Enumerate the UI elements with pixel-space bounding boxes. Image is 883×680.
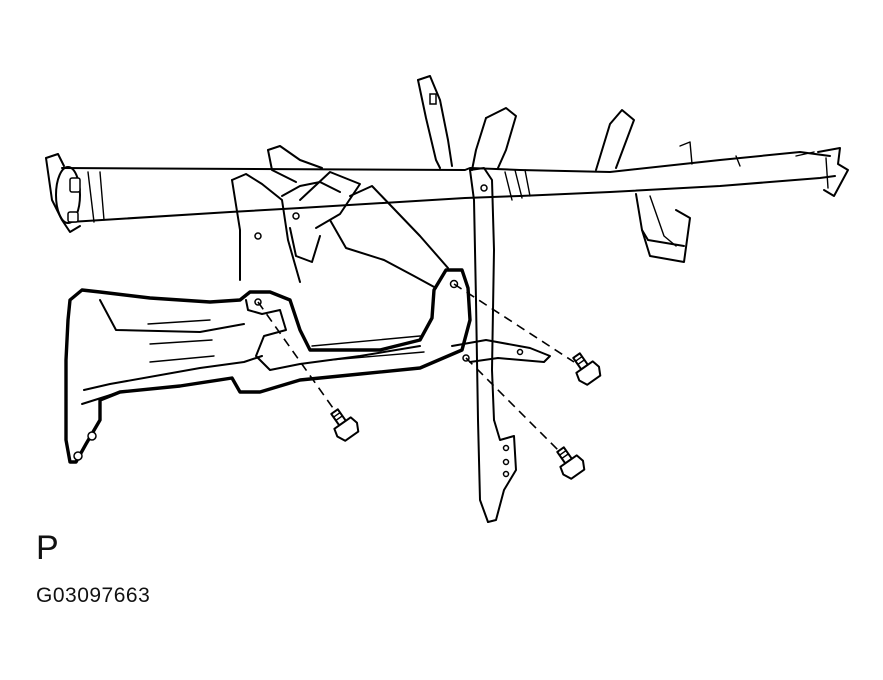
bolt-icon (330, 408, 360, 442)
beam-upper-brackets (267, 75, 635, 183)
illustration-code: G03097663 (36, 584, 151, 607)
view-label: P (36, 529, 59, 567)
bolt-icon (556, 446, 586, 480)
right-lower-bracket (635, 193, 691, 263)
alignment-lines (257, 283, 575, 459)
center-stay (469, 167, 517, 523)
bolt-icon (572, 352, 602, 386)
cross-car-beam (45, 141, 849, 233)
left-brace (231, 171, 449, 289)
